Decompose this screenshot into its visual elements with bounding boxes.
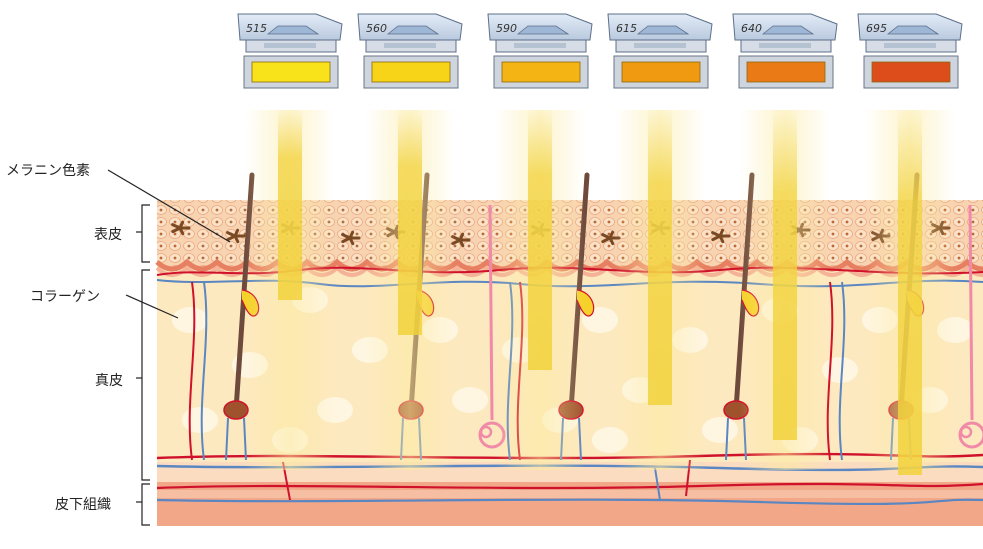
filter-head-515: 515 (237, 13, 343, 89)
sweat-gland (478, 204, 506, 449)
melanin-granule (348, 230, 355, 240)
melanin-granule (608, 230, 615, 240)
filter-glass (251, 61, 331, 83)
collagen-fiber (172, 307, 208, 333)
filter-head-640: 640 (732, 13, 838, 89)
wavelength-label: 560 (366, 22, 387, 35)
label-epidermis: 表皮 (94, 227, 122, 243)
label-subcutaneous: 皮下組織 (55, 497, 111, 513)
wavelength-label: 615 (616, 22, 637, 35)
dermis-bracket (141, 269, 150, 481)
melanin-granule (718, 228, 725, 238)
melanin-cluster (171, 220, 191, 236)
filter-window (386, 25, 440, 35)
sweat-duct (488, 204, 494, 421)
filter-window (266, 25, 320, 35)
filter-head-560: 560 (357, 13, 463, 89)
filter-glass (371, 61, 451, 83)
light-beam (615, 110, 705, 470)
sweat-coil (959, 425, 973, 439)
label-melanin: メラニン色素 (6, 163, 90, 179)
subcutaneous-bracket (141, 483, 150, 526)
vein (838, 281, 846, 461)
collagen-fiber (452, 387, 488, 413)
subcutaneous-band (157, 490, 983, 498)
light-beam (865, 110, 955, 475)
filter-head-590: 590 (487, 13, 593, 89)
vein (200, 281, 208, 461)
label-dermis: 真皮 (95, 373, 123, 389)
filter-head-695: 695 (857, 13, 963, 89)
artery (188, 281, 196, 461)
filter-window (636, 25, 690, 35)
melanin-cluster (601, 230, 621, 246)
filter-window (886, 25, 940, 35)
collagen-fiber (702, 417, 738, 443)
beam-core (773, 110, 797, 440)
filter-glass (501, 61, 581, 83)
filter-slot (634, 43, 686, 48)
wavelength-label: 515 (246, 22, 267, 35)
melanin-cluster (711, 228, 731, 244)
wavelength-label: 640 (741, 22, 762, 35)
epidermis-bracket (141, 204, 150, 263)
filter-slot (884, 43, 936, 48)
beam-core (528, 110, 552, 370)
filter-slot (759, 43, 811, 48)
wavelength-label: 590 (496, 22, 517, 35)
beam-core (648, 110, 672, 405)
light-beam (365, 110, 455, 470)
sweat-duct (968, 204, 974, 421)
beam-core (398, 110, 422, 335)
filter-slot (264, 43, 316, 48)
melanin-leader (107, 169, 231, 243)
vein (156, 498, 983, 506)
melanin-granule (458, 232, 465, 242)
melanin-granule (178, 220, 185, 230)
melanin-cluster (341, 230, 361, 246)
filter-slot (514, 43, 566, 48)
beam-core (278, 110, 302, 300)
light-beam (245, 110, 335, 470)
filter-slot (384, 43, 436, 48)
sweat-gland (958, 204, 983, 449)
sweat-coil (479, 425, 493, 439)
filter-head-615: 615 (607, 13, 713, 89)
vein (654, 467, 661, 501)
collagen-leader (125, 294, 179, 319)
label-collagen: コラーゲン (30, 289, 100, 305)
sweat-coil (958, 421, 983, 449)
filter-glass (871, 61, 951, 83)
melanin-granule (233, 228, 240, 238)
collagen-fiber (182, 407, 218, 433)
melanin-cluster (226, 228, 246, 244)
hair-bulb (223, 400, 249, 420)
wavelength-label: 695 (866, 22, 887, 35)
filter-window (761, 25, 815, 35)
beam-core (898, 110, 922, 475)
light-beam (495, 110, 585, 470)
filter-window (516, 25, 570, 35)
light-beam (740, 110, 830, 470)
filter-glass (621, 61, 701, 83)
filter-glass (746, 61, 826, 83)
